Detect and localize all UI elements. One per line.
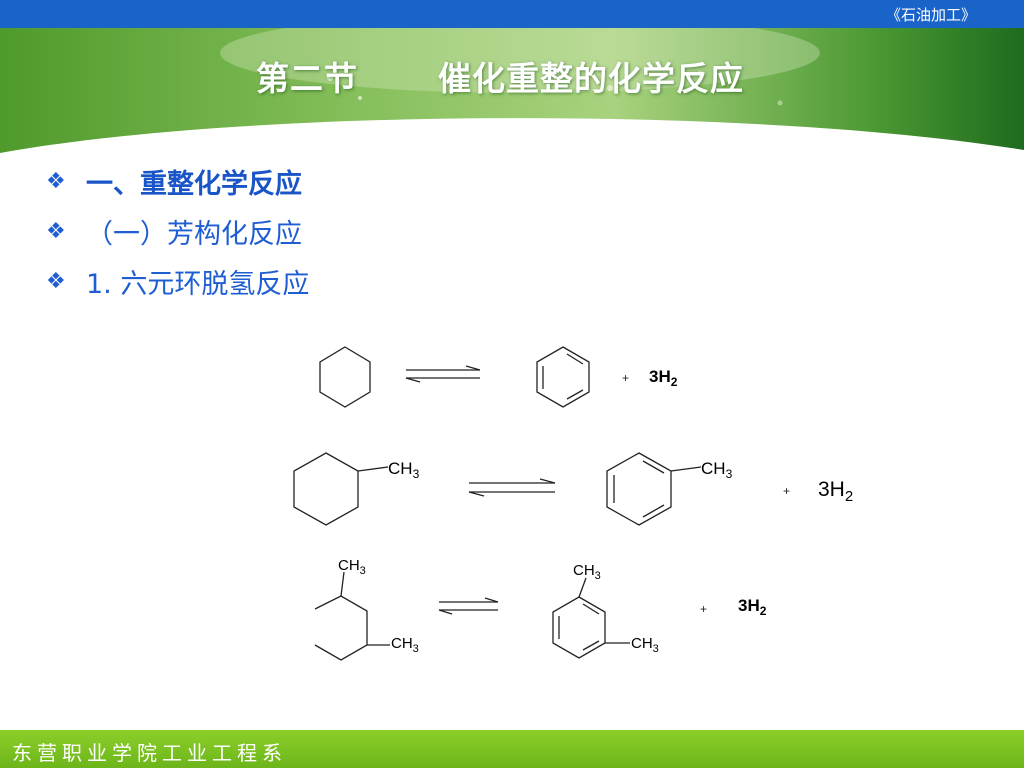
bullet-text: 一、重整化学反应 [86,168,302,200]
methylcyclohexane-ring [293,452,359,526]
plus-sign: + [700,602,707,616]
equilibrium-arrow [468,478,556,497]
section-title: 催化重整的化学反应 [438,59,744,98]
methyl-bond [670,466,702,472]
toluene-ring [606,452,672,526]
methyl-label: CH3 [338,557,366,577]
methyl-bond [340,571,345,597]
plus-sign: + [622,371,629,385]
bullet-item: ❖ 1. 六元环脱氢反应 [46,256,309,306]
benzene-ring [536,346,590,408]
diamond-bullet-icon: ❖ [46,268,66,294]
dimethylcyclohexane-ring [314,595,368,661]
methyl-label: CH3 [388,459,420,481]
slide-title: 第二节 催化重整的化学反应 [0,52,1000,100]
equilibrium-arrow [405,365,481,383]
methyl-label: CH3 [573,562,601,582]
methyl-label: CH3 [701,459,733,481]
bullet-list: ❖ 一、重整化学反应 ❖ （一）芳构化反应 ❖ 1. 六元环脱氢反应 [46,156,309,306]
hydrogen-product: 3H2 [649,367,678,389]
section-number: 第二节 [256,59,358,98]
institution-name: 东营职业学院工业工程系 [12,741,287,765]
equilibrium-arrow [438,597,499,615]
methyl-bond [357,466,389,472]
bullet-item: ❖ 一、重整化学反应 [46,156,309,206]
top-bar: 《石油加工》 [0,0,1024,28]
leaf-banner [0,28,1024,158]
bullet-text: 1. 六元环脱氢反应 [86,268,310,300]
xylene-ring [552,596,606,659]
hydrogen-product: 3H2 [818,478,853,505]
diamond-bullet-icon: ❖ [46,168,66,194]
course-name: 《石油加工》 [885,6,976,24]
hydrogen-product: 3H2 [738,596,767,618]
footer-bar: 东营职业学院工业工程系 [0,730,1024,768]
cyclohexane-ring [319,346,371,408]
plus-sign: + [783,484,790,498]
methyl-label: CH3 [631,635,659,655]
methyl-bond [578,577,587,598]
bullet-item: ❖ （一）芳构化反应 [46,206,309,256]
methyl-label: CH3 [391,635,419,655]
bullet-text: （一）芳构化反应 [86,218,302,250]
diamond-bullet-icon: ❖ [46,218,66,244]
